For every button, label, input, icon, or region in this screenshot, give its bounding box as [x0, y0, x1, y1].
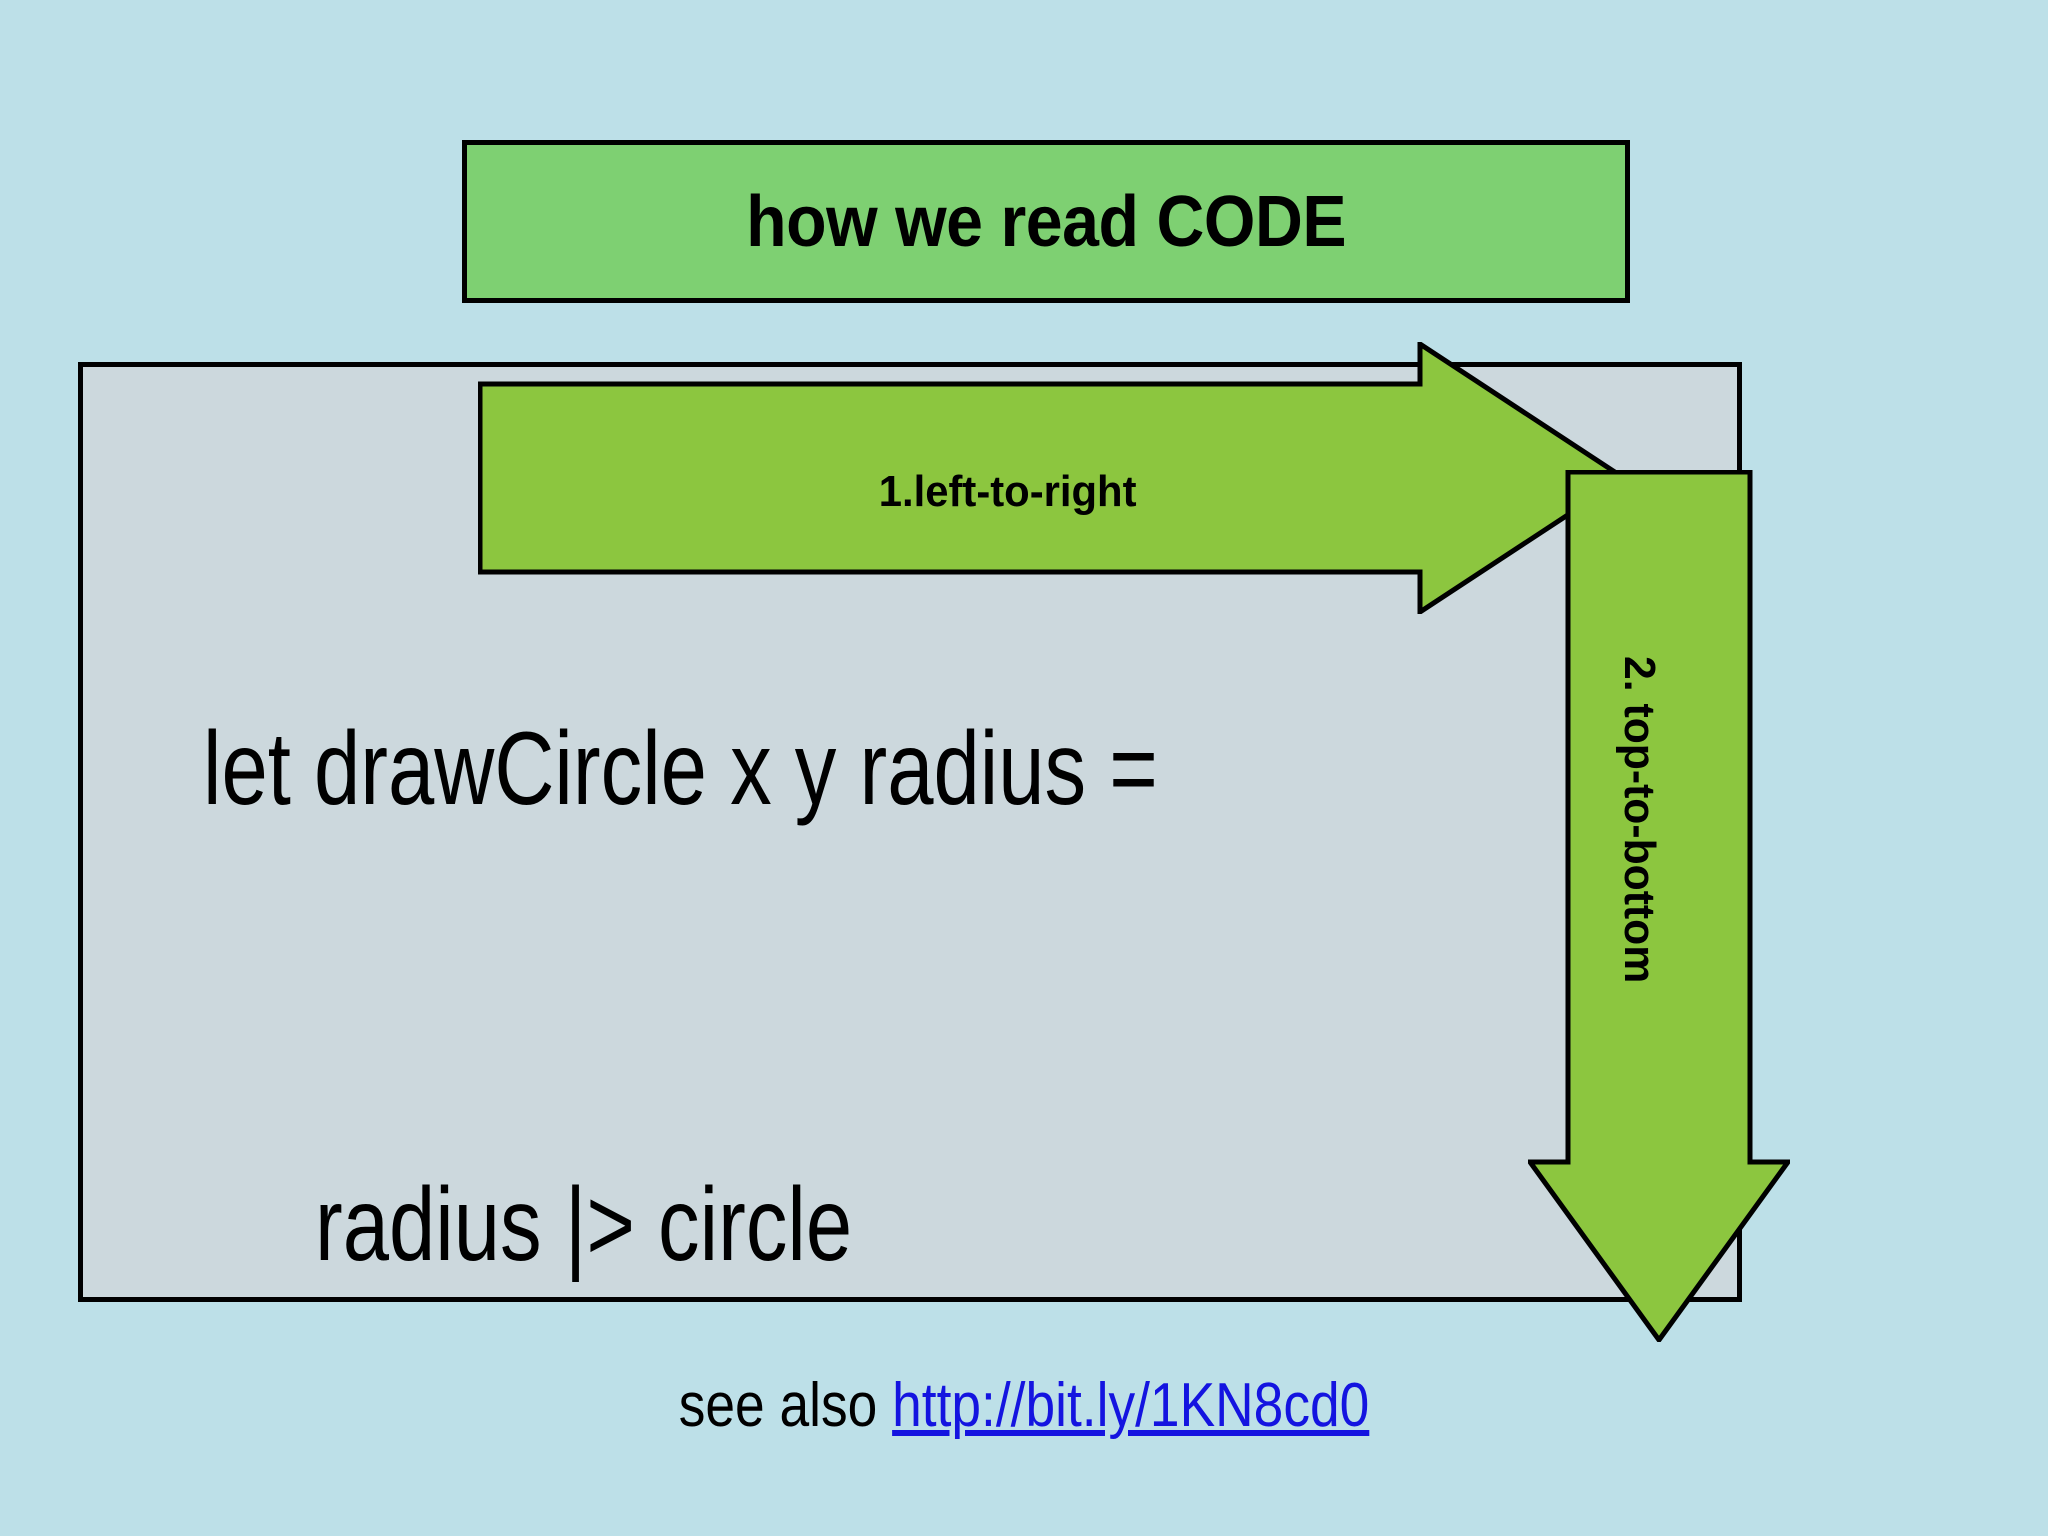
page-title: how we read CODE	[746, 181, 1346, 262]
arrow-right-icon	[478, 342, 1626, 614]
footer: see also http://bit.ly/1KN8cd0	[143, 1370, 1904, 1441]
arrow-down-icon	[1528, 470, 1790, 1342]
arrow-top-to-bottom: 2. top-to-bottom	[1528, 470, 1790, 1342]
arrow-left-to-right: 1.left-to-right	[478, 342, 1626, 614]
title-box: how we read CODE	[462, 140, 1630, 303]
footer-prefix: see also	[678, 1371, 893, 1440]
footer-link[interactable]: http://bit.ly/1KN8cd0	[892, 1371, 1370, 1440]
code-line-1: let drawCircle x y radius =	[203, 711, 1158, 827]
code-block: let drawCircle x y radius = radius |> ci…	[203, 389, 1264, 1536]
code-line-2: radius |> circle	[315, 1167, 853, 1283]
